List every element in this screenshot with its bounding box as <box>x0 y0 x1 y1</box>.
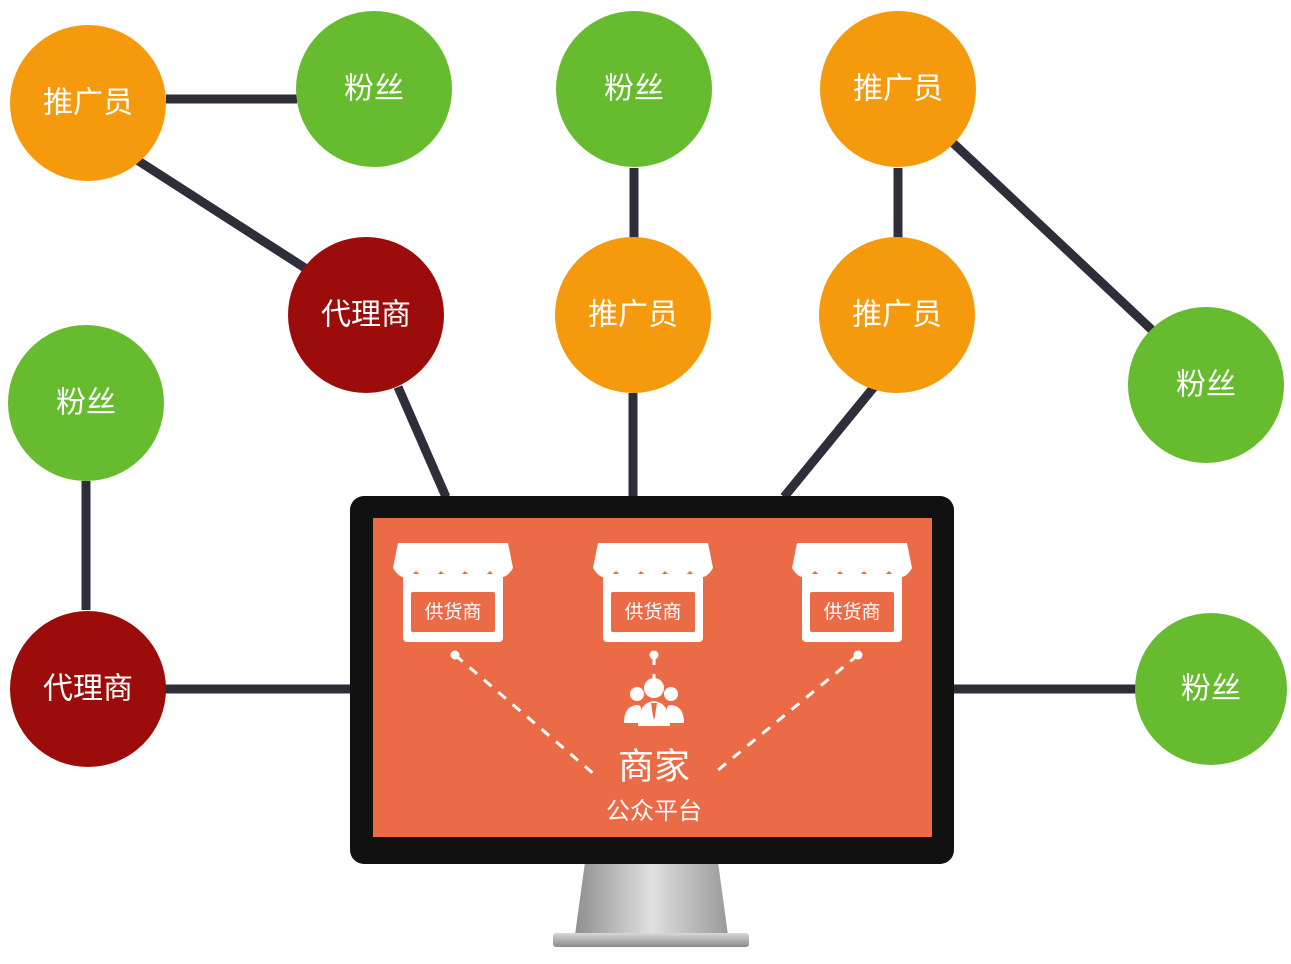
agent-node-bottom-left: 代理商 <box>10 611 166 767</box>
shop-icon <box>393 543 513 642</box>
connector-promoter-agent <box>134 156 308 272</box>
node-label: 粉丝 <box>604 72 664 107</box>
platform-label: 公众平台 <box>606 797 702 825</box>
node-label: 粉丝 <box>56 386 116 421</box>
node-label: 推广员 <box>852 298 942 333</box>
merchant-label: 商家 <box>618 747 690 788</box>
supplier-link-left <box>454 653 596 777</box>
supplier-link-dot-right <box>853 650 863 660</box>
connector-agent-screen <box>393 385 451 499</box>
shop-icon <box>593 543 713 642</box>
fan-node-right: 粉丝 <box>1128 307 1284 463</box>
node-label: 代理商 <box>321 298 411 333</box>
promoter-node-mid-center: 推广员 <box>555 237 711 393</box>
screen-content: 供货商 供货商 供货商 <box>393 543 912 825</box>
fan-node-mid-left: 粉丝 <box>8 325 164 481</box>
supplier-link-dot-left <box>450 650 460 660</box>
supplier-store-2: 供货商 <box>593 543 713 642</box>
fan-node-top-left: 粉丝 <box>296 11 452 167</box>
promoter-node-mid-right: 推广员 <box>819 237 975 393</box>
nodes: 推广员 粉丝 粉丝 推广员 代理商 推广员 推广员 粉丝 <box>8 11 1287 767</box>
people-icon <box>624 678 684 726</box>
connector-promoter-right-screen <box>780 384 878 500</box>
node-label: 粉丝 <box>1181 672 1241 707</box>
supplier-link-dot-center <box>649 650 659 660</box>
node-label: 推广员 <box>43 86 133 121</box>
fan-node-top-center: 粉丝 <box>556 11 712 167</box>
monitor-base <box>553 933 749 947</box>
node-label: 粉丝 <box>344 72 404 107</box>
supplier-store-1: 供货商 <box>393 543 513 642</box>
node-label: 推广员 <box>853 72 943 107</box>
shop-icon <box>792 543 912 642</box>
node-label: 代理商 <box>43 672 133 707</box>
connector-promoter-fan-right <box>948 138 1156 334</box>
supplier-store-3: 供货商 <box>792 543 912 642</box>
agent-node-center-left: 代理商 <box>288 237 444 393</box>
monitor-stand <box>575 862 728 935</box>
promoter-node-top-left: 推广员 <box>10 25 166 181</box>
promoter-node-top-right: 推广员 <box>820 11 976 167</box>
fan-node-bottom-right: 粉丝 <box>1135 613 1287 765</box>
supplier-label: 供货商 <box>424 601 481 623</box>
node-label: 推广员 <box>588 298 678 333</box>
supplier-label: 供货商 <box>823 601 880 623</box>
node-label: 粉丝 <box>1176 368 1236 403</box>
supplier-label: 供货商 <box>624 601 681 623</box>
supplier-link-right <box>711 653 859 777</box>
connectors <box>81 94 1156 694</box>
